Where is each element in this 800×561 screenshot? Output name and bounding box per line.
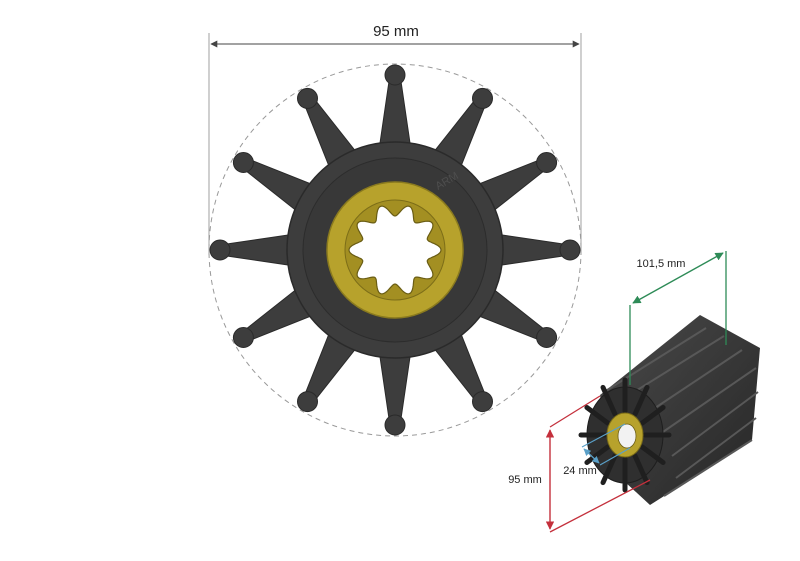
blade-tip	[209, 239, 231, 261]
height-label: 95 mm	[508, 474, 542, 486]
side-face-blades	[578, 377, 672, 493]
blade-tip	[536, 152, 558, 173]
shaft-extension-bottom	[599, 447, 631, 466]
blade-tip	[297, 391, 318, 413]
blade	[378, 77, 412, 151]
side-face-blade	[639, 444, 666, 465]
side-face-blade	[632, 453, 650, 486]
height-extension-top	[549, 395, 601, 428]
side-fin	[603, 327, 707, 393]
shaft-label: 24 mm	[563, 465, 597, 477]
blade-tip	[472, 391, 493, 413]
height-extension-bottom	[549, 479, 651, 533]
side-face-blade	[632, 384, 650, 417]
diameter-label: 95 mm	[373, 23, 419, 40]
blade	[222, 233, 296, 267]
side-face-blade	[639, 405, 666, 426]
blade-tip	[232, 327, 254, 348]
side-view: 101,5 mm 95 mm 24 mm	[508, 251, 760, 533]
side-impeller-body	[578, 315, 760, 505]
side-fin	[663, 439, 753, 497]
impeller-blades	[209, 64, 581, 436]
front-view: 95 mm ARM	[208, 23, 582, 437]
blade-tip	[536, 327, 558, 348]
blade-tip	[472, 87, 493, 109]
blade-tip	[559, 239, 581, 261]
blade	[378, 349, 412, 423]
outer-envelope	[208, 63, 582, 437]
shaft-extension-top	[581, 423, 626, 448]
side-face-blade	[600, 453, 618, 486]
blade-tip	[232, 152, 254, 173]
spline-bore	[348, 205, 442, 295]
side-fin	[639, 349, 743, 419]
side-face-blade	[584, 405, 611, 426]
side-fins	[603, 327, 759, 497]
blade	[494, 233, 568, 267]
side-fin	[659, 367, 757, 435]
blade-tip	[384, 414, 406, 436]
length-label: 101,5 mm	[637, 258, 686, 270]
blade-tip	[384, 64, 406, 86]
side-fin	[671, 391, 759, 457]
blade-tip	[297, 87, 318, 109]
side-bore	[617, 423, 637, 449]
length-dimension-line	[632, 252, 724, 304]
shaft-dimension-line	[583, 448, 600, 464]
side-face-blade	[600, 384, 618, 417]
side-fin	[675, 417, 757, 479]
